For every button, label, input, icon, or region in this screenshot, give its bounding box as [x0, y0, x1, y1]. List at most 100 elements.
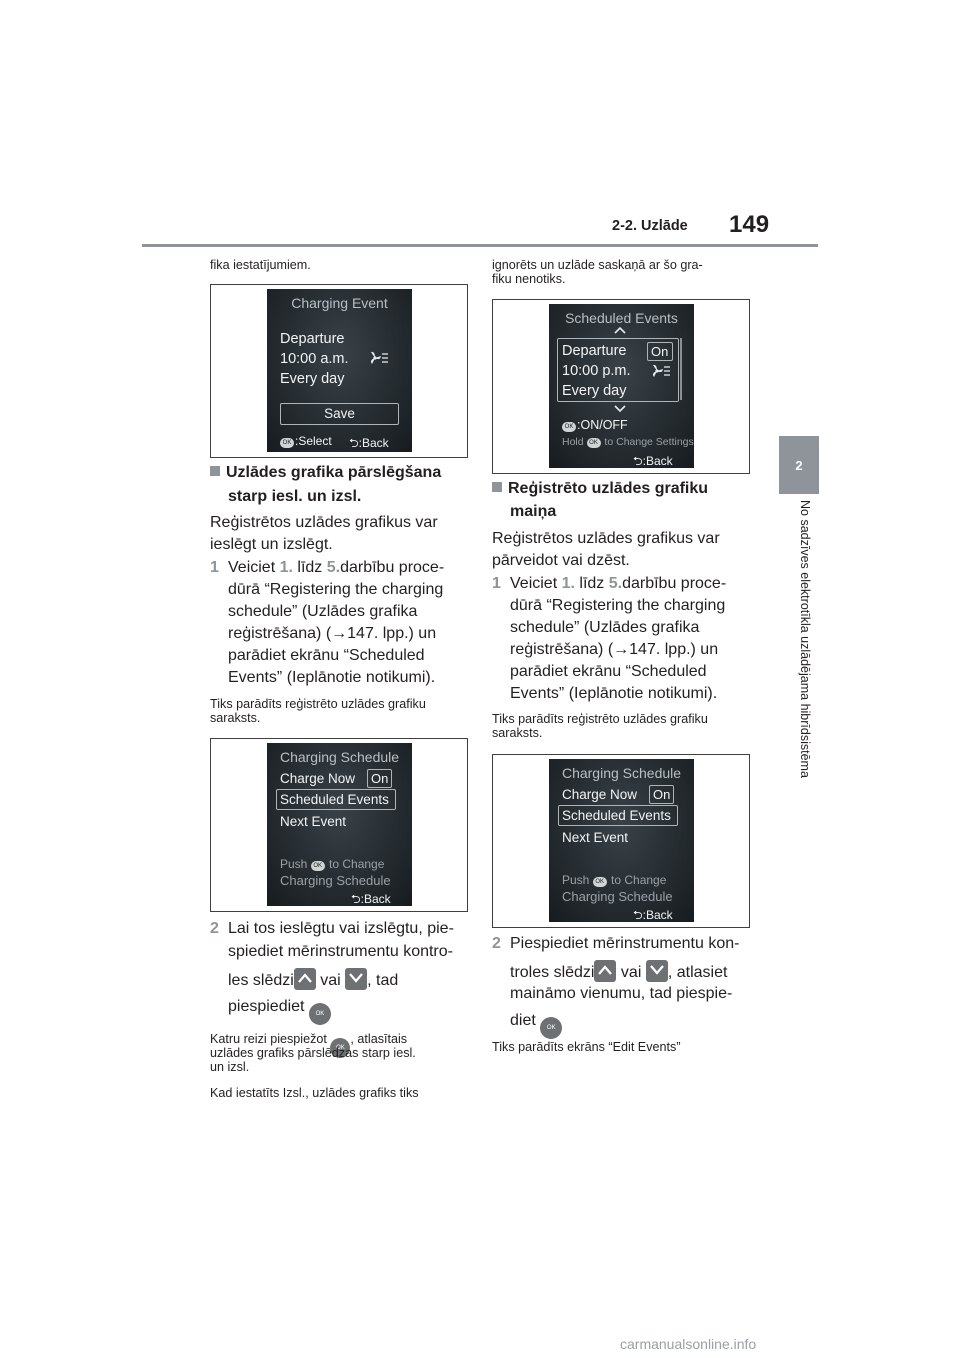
- save-label: Save: [324, 406, 355, 421]
- left-note3: Kad iestatīts Izsl., uzlādes grafiks tik…: [210, 1086, 419, 1100]
- screen-title: Scheduled Events: [565, 310, 678, 326]
- back-arrow-icon: ⮌: [633, 908, 643, 922]
- screen-push-hint: Push OK to Change: [562, 873, 667, 887]
- chapter-tab: 2: [779, 436, 819, 494]
- left-para-line1: Reģistrētos uzlādes grafikus var: [210, 514, 438, 531]
- state-box: [649, 785, 674, 804]
- screen-push-hint: Push OK to Change: [280, 857, 385, 871]
- selected-item-frame: [276, 789, 396, 810]
- screen-footer-onoff: OK:ON/OFF: [562, 418, 628, 432]
- right-step-2: 2 Piespiediet mērinstrumentu kon- troles…: [492, 933, 754, 1043]
- right-para-line1: Reģistrētos uzlādes grafikus var: [492, 530, 720, 547]
- page-number: 149: [729, 211, 770, 238]
- up-switch-icon: [594, 960, 617, 982]
- header-rule: [142, 244, 818, 247]
- screen-hold-hint: Hold OK to Change Settings: [562, 436, 694, 448]
- left-heading-line1: Uzlādes grafika pārslēgšana: [210, 461, 441, 485]
- screen-charging-schedule: Charging Schedule Charge Now On Schedule…: [267, 743, 412, 906]
- ok-button-icon: OK: [330, 1038, 351, 1058]
- step-number: 2: [492, 935, 501, 952]
- screen-departure: Departure: [562, 343, 627, 359]
- state-on: On: [653, 787, 671, 802]
- climate-fan-icon: [371, 351, 388, 364]
- menu-charge-now: Charge Now: [280, 771, 356, 786]
- right-heading-line2: maiņa: [510, 503, 557, 520]
- back-arrow-icon: ⮌: [633, 454, 643, 468]
- left-note2-line3: un izsl.: [210, 1060, 250, 1074]
- screen-repeat: Every day: [280, 371, 345, 387]
- screen-push-hint-2: Charging Schedule: [280, 873, 391, 888]
- back-arrow-icon: ⮌: [351, 892, 361, 906]
- state-on: On: [651, 344, 669, 359]
- step-number: 1: [492, 575, 501, 592]
- down-switch-icon: [645, 960, 668, 982]
- right-step-1: 1 Veiciet 1. līdz 5.darbību proce- dūrā …: [492, 575, 727, 702]
- screen-departure: Departure: [280, 331, 345, 347]
- figure-charging-event: Charging Event Departure 10:00 a.m. Ever…: [210, 284, 468, 458]
- screen-footer-back: ⮌:Back: [633, 906, 673, 922]
- screen-footer-back: ⮌:Back: [351, 890, 391, 906]
- screen-push-hint-2: Charging Schedule: [562, 889, 673, 904]
- left-step-1: 1 Veiciet 1. līdz 5.darbību proce- dūrā …: [210, 559, 445, 686]
- screen-repeat: Every day: [562, 383, 627, 399]
- chevron-up-icon: [614, 326, 626, 334]
- ok-button-icon: OK: [308, 1003, 331, 1025]
- left-step-2: 2 Lai tos ieslēgtu vai izslēgtu, pie- sp…: [210, 918, 470, 1028]
- event-card-frame: [557, 338, 679, 402]
- climate-fan-icon: [653, 364, 670, 377]
- watermark-text: carmanualsonline.info: [620, 1336, 757, 1352]
- ok-button-icon: OK: [540, 1017, 563, 1039]
- save-button-frame: [280, 403, 399, 425]
- menu-charge-now: Charge Now: [562, 787, 638, 802]
- figure-scheduled-events: Scheduled Events Departure On 10:00 p.m.…: [492, 299, 750, 474]
- right-intro-line1: ignorēts un uzlāde saskaņā ar šo gra-: [492, 258, 703, 272]
- menu-scheduled-events: Scheduled Events: [280, 792, 389, 807]
- right-note1-line1: Tiks parādīts reģistrēto uzlādes grafiku: [492, 712, 708, 726]
- right-intro-line2: fiku nenotiks.: [492, 272, 566, 286]
- menu-next-event: Next Event: [280, 814, 347, 829]
- screen-footer-back: ⮌:Back: [349, 434, 389, 452]
- ok-chip-icon: OK: [592, 877, 607, 887]
- ok-chip-icon: OK: [310, 861, 325, 871]
- screen-time: 10:00 a.m.: [280, 351, 349, 367]
- left-para-line2: ieslēgt un izslēgt.: [210, 536, 333, 553]
- screen-scheduled-events: Scheduled Events Departure On 10:00 p.m.…: [549, 304, 694, 468]
- menu-scheduled-events: Scheduled Events: [562, 808, 671, 823]
- chapter-title: No sadzīves elektrotīkla uzlādējama hibr…: [798, 500, 812, 778]
- screen-footer-select: OK:Select: [280, 434, 332, 448]
- left-intro: fika iestatījumiem.: [210, 258, 311, 272]
- step-number: 2: [210, 920, 219, 937]
- screen-title: Charging Schedule: [279, 749, 400, 765]
- state-on: On: [371, 771, 389, 786]
- section-title: 2-2. Uzlāde: [612, 218, 688, 234]
- screen-time: 10:00 p.m.: [562, 363, 631, 379]
- state-box: [647, 342, 673, 361]
- right-note1-line2: saraksts.: [492, 726, 543, 740]
- up-switch-icon: [293, 968, 316, 990]
- heading-bullet-icon: [492, 482, 502, 492]
- right-para-line2: pārveidot vai dzēst.: [492, 552, 630, 569]
- screen-footer-back: ⮌:Back: [633, 452, 673, 468]
- state-box: [367, 769, 392, 788]
- step-number: 1: [210, 559, 219, 576]
- right-note2: Tiks parādīts ekrāns “Edit Events”: [492, 1040, 681, 1054]
- left-note1-line1: Tiks parādīts reģistrēto uzlādes grafiku: [210, 697, 426, 711]
- heading-bullet-icon: [210, 466, 220, 476]
- screen-title: Charging Schedule: [561, 765, 682, 781]
- screen-title: Charging Event: [291, 295, 388, 311]
- ok-chip-icon: OK: [280, 438, 294, 448]
- ok-chip-icon: OK: [562, 422, 576, 432]
- left-note1-line2: saraksts.: [210, 711, 261, 725]
- left-heading-line2: starp iesl. un izsl.: [228, 488, 362, 505]
- left-note2-line2: uzlādes grafiks pārslēdzas starp iesl.: [210, 1046, 416, 1060]
- figure-charging-schedule-right: Charging Schedule Charge Now On Schedule…: [492, 754, 750, 928]
- down-switch-icon: [345, 968, 368, 990]
- scrollbar: [680, 338, 682, 400]
- menu-next-event: Next Event: [562, 830, 629, 845]
- screen-charging-event: Charging Event Departure 10:00 a.m. Ever…: [267, 289, 412, 452]
- selected-item-frame: [558, 805, 678, 826]
- chevron-down-icon: [614, 405, 626, 413]
- back-arrow-icon: ⮌: [349, 436, 359, 450]
- figure-charging-schedule-left: Charging Schedule Charge Now On Schedule…: [210, 738, 468, 912]
- left-note2-line1: Katru reizi piespiežot OK, atlasītais: [210, 1032, 407, 1058]
